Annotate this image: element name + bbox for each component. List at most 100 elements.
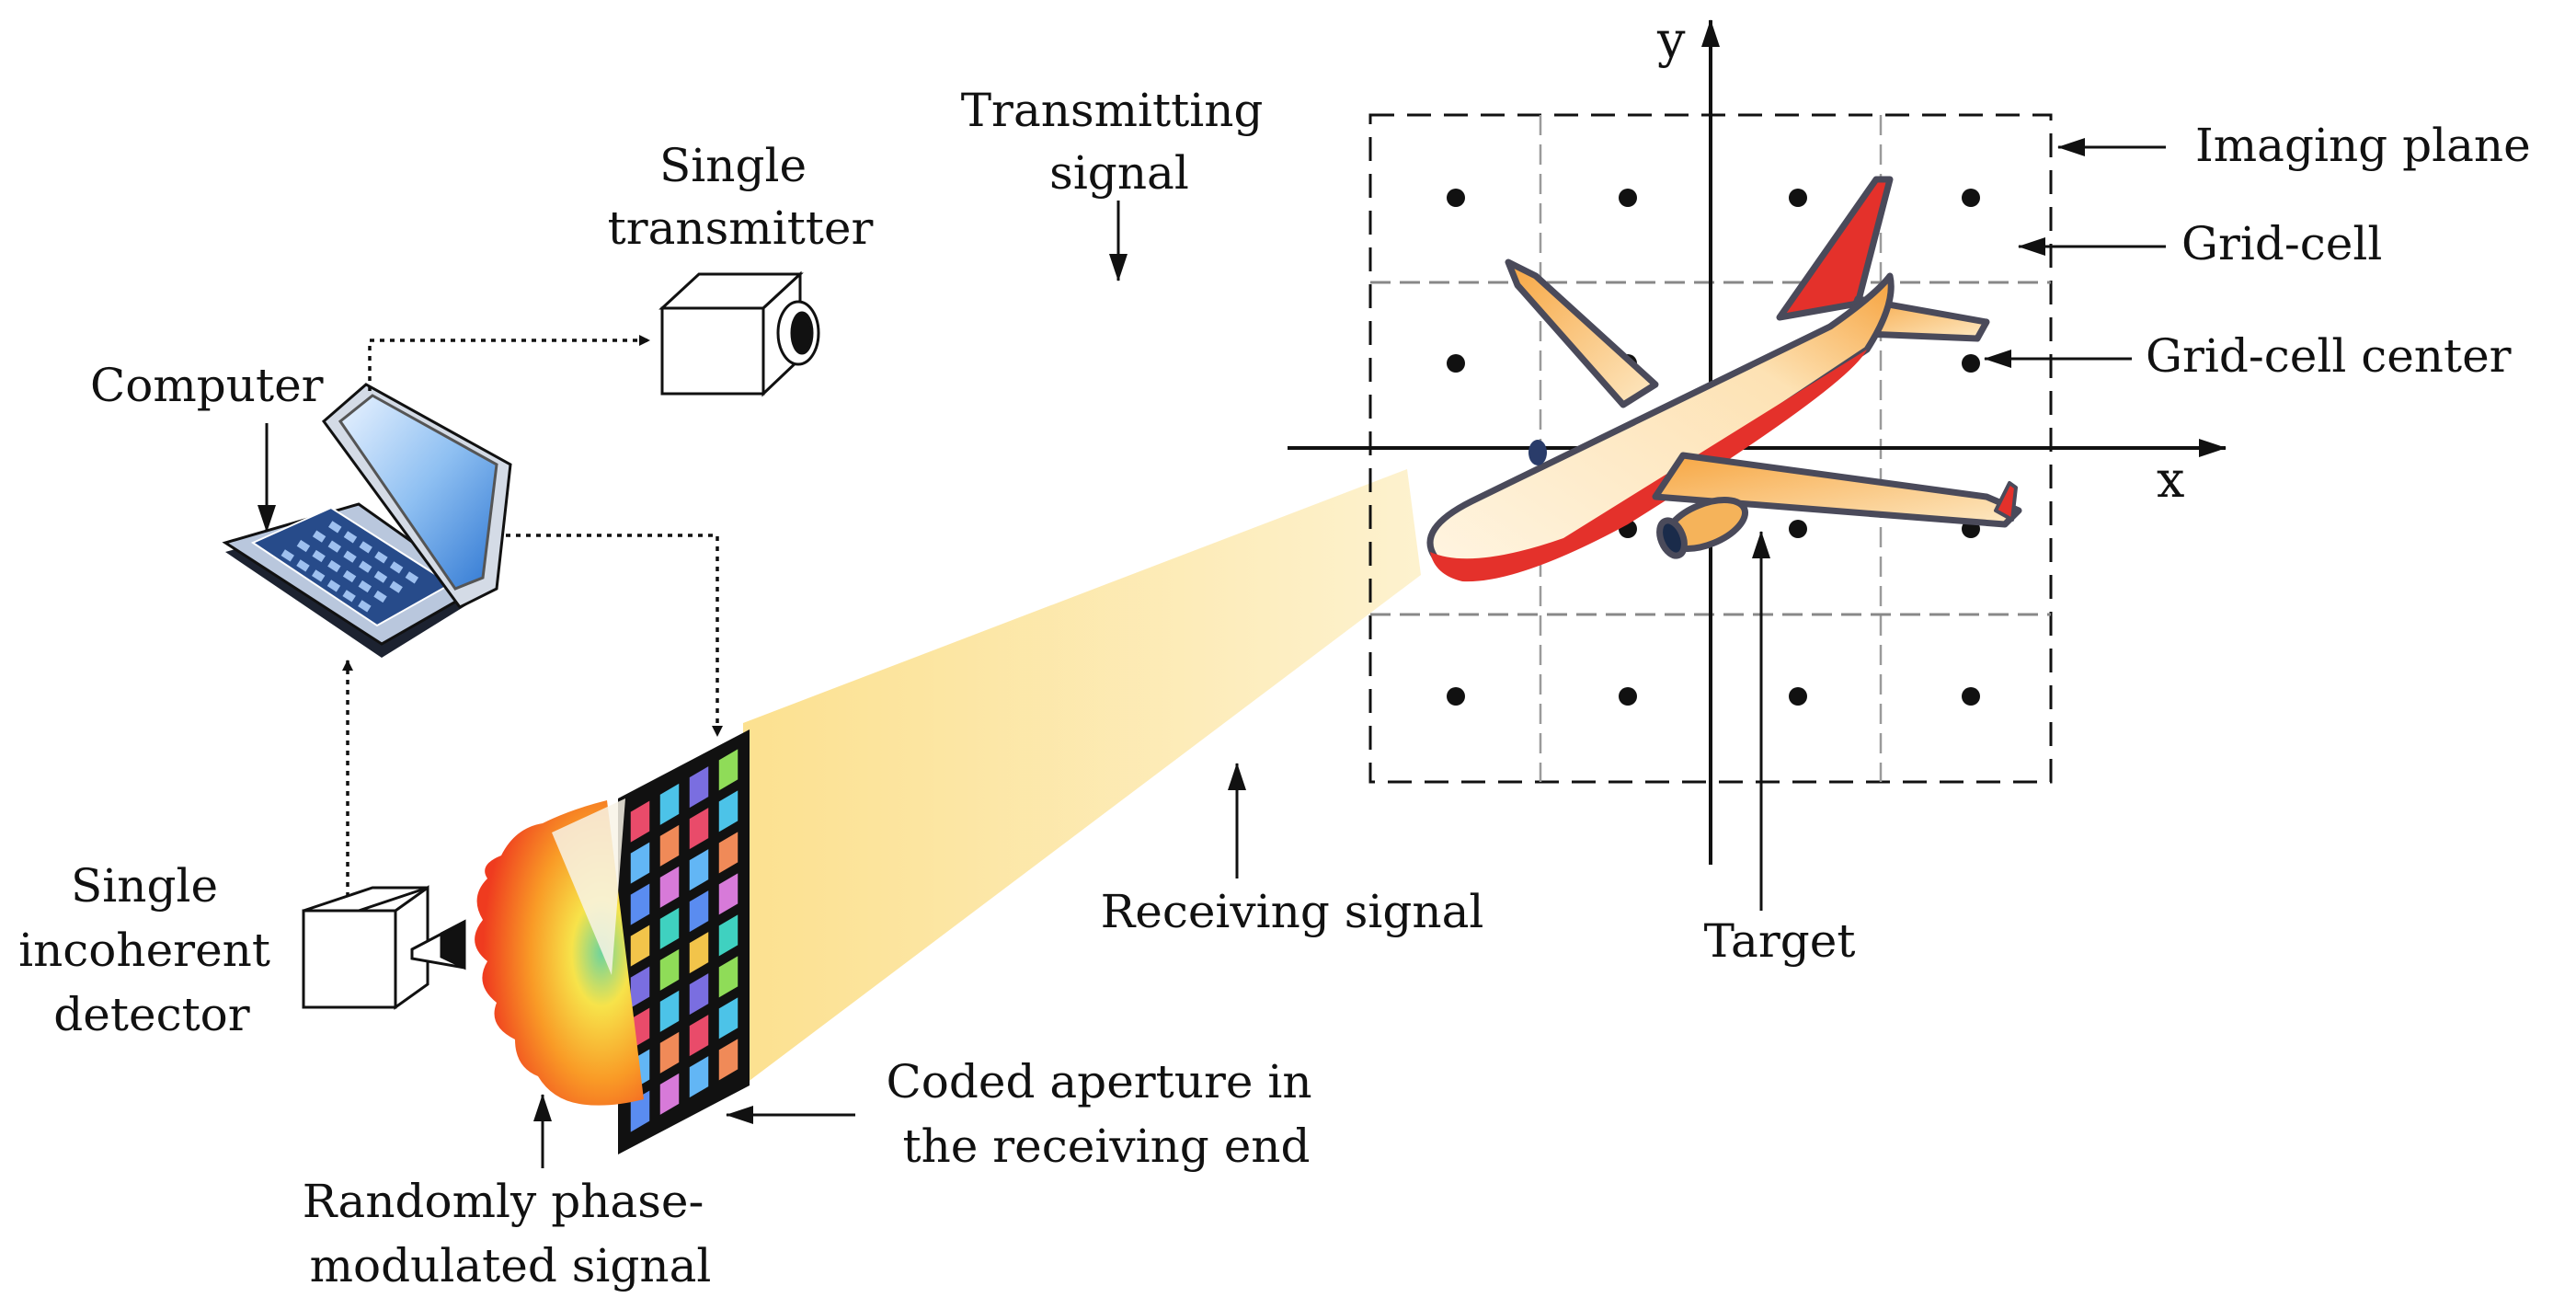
coded-aperture-cell <box>689 890 709 933</box>
detector-label-line3: detector <box>53 988 249 1041</box>
target-label: Target <box>1704 914 1856 968</box>
coded-aperture-cell <box>718 832 738 874</box>
laptop-key <box>312 549 326 563</box>
laptop-key <box>312 530 326 543</box>
airplane-winglet <box>1994 481 2018 522</box>
computer-to-aperture-line <box>506 534 723 737</box>
laptop-key <box>327 540 342 553</box>
grid-cell-label: Grid-cell <box>2181 217 2382 270</box>
grid-cell-center-dot <box>1619 687 1637 706</box>
grid-cell-center-dot <box>1962 189 1980 207</box>
laptop-key <box>296 539 311 553</box>
laptop-key <box>280 549 294 562</box>
single-transmitter-line2: transmitter <box>608 201 874 255</box>
coded-aperture-cell <box>718 997 738 1039</box>
detector-lens-mouth <box>440 919 466 970</box>
laptop-screen <box>338 394 498 591</box>
coded-aperture-label: Coded aperture in the receiving end <box>887 1055 1327 1173</box>
coded-aperture-cell <box>718 1039 738 1081</box>
y-axis-label: y <box>1656 11 1686 69</box>
laptop-key <box>342 590 356 603</box>
laptop-key <box>389 561 404 574</box>
coded-aperture-cell <box>659 1031 680 1074</box>
coded-aperture-cell <box>659 866 680 908</box>
coded-aperture-cell <box>630 966 650 1008</box>
transmitting-signal-line1: Transmitting <box>961 84 1264 137</box>
randomly-phase-modulated-label: Randomly phase- modulated signal <box>303 1175 719 1292</box>
coded-aperture-cell <box>659 948 680 991</box>
coded-aperture-cell <box>630 842 650 884</box>
coded-aperture-line1: Coded aperture in <box>887 1055 1312 1108</box>
laptop-key <box>405 571 419 584</box>
grid-cell-center-dot <box>1962 687 1980 706</box>
coded-aperture-cell <box>718 749 738 791</box>
coded-aperture-cell <box>689 766 709 809</box>
coded-aperture-cell <box>659 783 680 825</box>
laptop-key <box>373 570 388 583</box>
laptop-key <box>312 569 326 582</box>
single-transmitter-line1: Single <box>659 139 807 192</box>
transmitting-signal-line2: signal <box>1049 146 1189 200</box>
x-axis-label: x <box>2157 451 2184 509</box>
pointer-arrows <box>258 138 2166 1168</box>
grid-cell-center-dot <box>1789 520 1807 538</box>
coded-aperture-cell <box>718 790 738 832</box>
detector-front <box>302 909 397 1009</box>
grid-cell-center-dot <box>1447 354 1465 373</box>
grid-cell-center-dot <box>1447 189 1465 207</box>
laptop-key <box>358 580 372 593</box>
laptop-key <box>326 580 341 592</box>
coded-aperture-cell <box>659 907 680 949</box>
randomly-phase-line2: modulated signal <box>310 1239 712 1292</box>
imaging-plane-label: Imaging plane <box>2195 119 2531 172</box>
receiving-signal-label: Receiving signal <box>1101 885 1484 938</box>
airplane-nose <box>1528 440 1547 465</box>
airplane-tail-fin <box>1776 176 1894 321</box>
detector-cube-icon <box>302 885 466 1010</box>
coded-aperture-cell <box>718 873 738 915</box>
laptop-key <box>358 600 372 613</box>
coded-aperture-cell <box>689 973 709 1016</box>
coded-aperture-cell <box>689 1056 709 1098</box>
laptop-key <box>373 590 387 603</box>
grid-cell-center-dot <box>1619 189 1637 207</box>
coded-aperture-cell <box>689 932 709 974</box>
laptop-key <box>359 541 372 554</box>
laptop-key <box>343 531 358 544</box>
single-transmitter-label: Single transmitter <box>608 139 874 255</box>
transmitter-cube-icon <box>658 270 820 397</box>
laptop-icon <box>222 383 512 658</box>
coded-aperture-cell <box>689 849 709 891</box>
grid-cell-center-dot <box>1447 687 1465 706</box>
laptop-keys <box>280 521 419 613</box>
grid-cell-center-label: Grid-cell center <box>2146 329 2512 383</box>
laptop-key <box>296 559 310 572</box>
laptop-key <box>359 560 372 573</box>
transmitting-signal-label: Transmitting signal <box>961 84 1278 200</box>
detector-label-line1: Single <box>71 859 218 913</box>
coded-aperture-cell <box>718 956 738 998</box>
coded-aperture-cell <box>630 883 650 925</box>
transmitter-front <box>660 306 765 396</box>
coded-aperture-cell <box>630 800 650 843</box>
laptop-key <box>389 580 403 593</box>
phase-modulated-signal-icon <box>475 798 644 1106</box>
airplane-far-wing <box>1505 258 1659 408</box>
transmitter-lens-inner <box>790 311 814 355</box>
detector-cone <box>552 798 625 975</box>
airplane-icon <box>1426 176 2022 582</box>
laptop-key <box>343 550 357 563</box>
grid-cell-center-dot <box>1789 189 1807 207</box>
laptop-key <box>342 569 357 583</box>
airplane-engine-intake <box>1656 517 1688 559</box>
laptop-key <box>327 559 341 573</box>
coded-aperture-cell <box>630 924 650 967</box>
computer-to-transmitter-line <box>368 335 650 391</box>
connections <box>342 335 723 897</box>
coded-aperture-cell <box>659 1073 680 1115</box>
coded-aperture-frame <box>618 729 750 1154</box>
receiving-beam <box>743 469 1421 1085</box>
computer-label: Computer <box>90 359 324 412</box>
detector-label-line2: incoherent <box>18 924 270 977</box>
